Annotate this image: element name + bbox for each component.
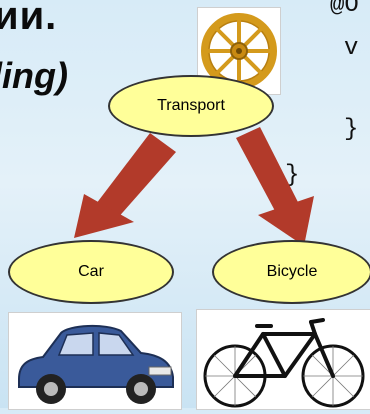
arrow-to-car: [74, 133, 176, 238]
arrow-to-bicycle: [236, 127, 314, 246]
code-line-2: v: [344, 35, 359, 62]
car-icon: [18, 324, 174, 404]
bicycle-icon: [203, 318, 365, 408]
bicycle-image: [196, 309, 370, 410]
code-line-4: }: [285, 162, 300, 189]
transport-node: Transport: [108, 75, 274, 137]
code-line-1: @O: [330, 0, 359, 19]
car-label: Car: [78, 263, 104, 280]
transport-label: Transport: [157, 97, 225, 114]
car-node: Car: [8, 240, 174, 304]
heading-fragment: ии.: [0, 0, 58, 38]
bicycle-label: Bicycle: [266, 263, 318, 280]
code-line-3: }: [344, 116, 359, 143]
car-image: [8, 312, 182, 410]
subheading-fragment: ling): [0, 55, 68, 96]
bicycle-node: Bicycle: [212, 240, 370, 304]
